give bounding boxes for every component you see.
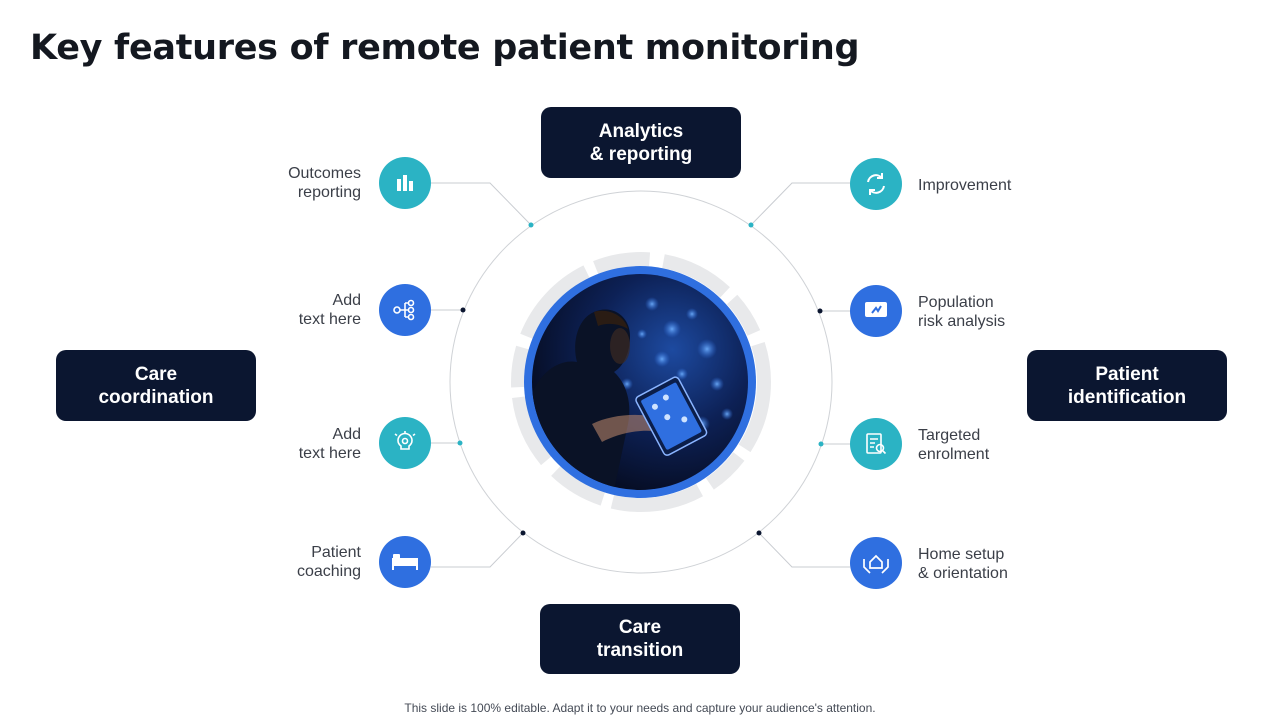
document-search-icon <box>850 418 902 470</box>
connector-dot <box>817 308 823 314</box>
bar-chart-icon <box>379 157 431 209</box>
connector-line <box>758 532 850 568</box>
connector-dot <box>528 222 534 228</box>
footer-note: This slide is 100% editable. Adapt it to… <box>404 701 876 715</box>
connector-dot <box>756 530 762 536</box>
bed-icon <box>379 536 431 588</box>
lightbulb-gear-icon <box>379 417 431 469</box>
connector-dot <box>520 530 526 536</box>
connector-dot <box>457 440 463 446</box>
connector-line <box>431 182 532 226</box>
box-analytics-reporting: Analytics & reporting <box>541 107 741 178</box>
hub-photo-frame <box>524 266 756 498</box>
connector-line <box>431 532 524 568</box>
feature-label-add-text-1: Add text here <box>298 292 361 328</box>
feature-label-targeted-enrolment: Targeted enrolment <box>918 427 990 463</box>
feature-label-population-risk-analysis: Population risk analysis <box>918 294 1006 330</box>
person-with-tablet-illustration <box>532 297 733 490</box>
connector-dot <box>818 441 824 447</box>
box-care-coordination: Care coordination <box>56 350 256 421</box>
feature-label-improvement: Improvement <box>918 177 1012 194</box>
network-icon <box>379 284 431 336</box>
main-ring <box>449 190 833 574</box>
connector-dot <box>460 307 466 313</box>
feature-label-add-text-2: Add text here <box>298 426 361 462</box>
feature-label-home-setup-orientation: Home setup & orientation <box>918 546 1008 582</box>
monitor-chart-icon <box>850 285 902 337</box>
connector-line <box>750 182 850 226</box>
box-care-transition: Care transition <box>540 604 740 674</box>
hands-house-icon <box>850 537 902 589</box>
box-patient-identification: Patient identification <box>1027 350 1227 421</box>
feature-label-patient-coaching: Patient coaching <box>296 544 361 580</box>
page-title: Key features of remote patient monitorin… <box>30 28 860 68</box>
connector-dot <box>748 222 754 228</box>
refresh-icon <box>850 158 902 210</box>
hub-photo <box>532 274 748 490</box>
feature-label-outcomes-reporting: Outcomes reporting <box>288 165 361 201</box>
dashed-ring <box>511 252 771 512</box>
